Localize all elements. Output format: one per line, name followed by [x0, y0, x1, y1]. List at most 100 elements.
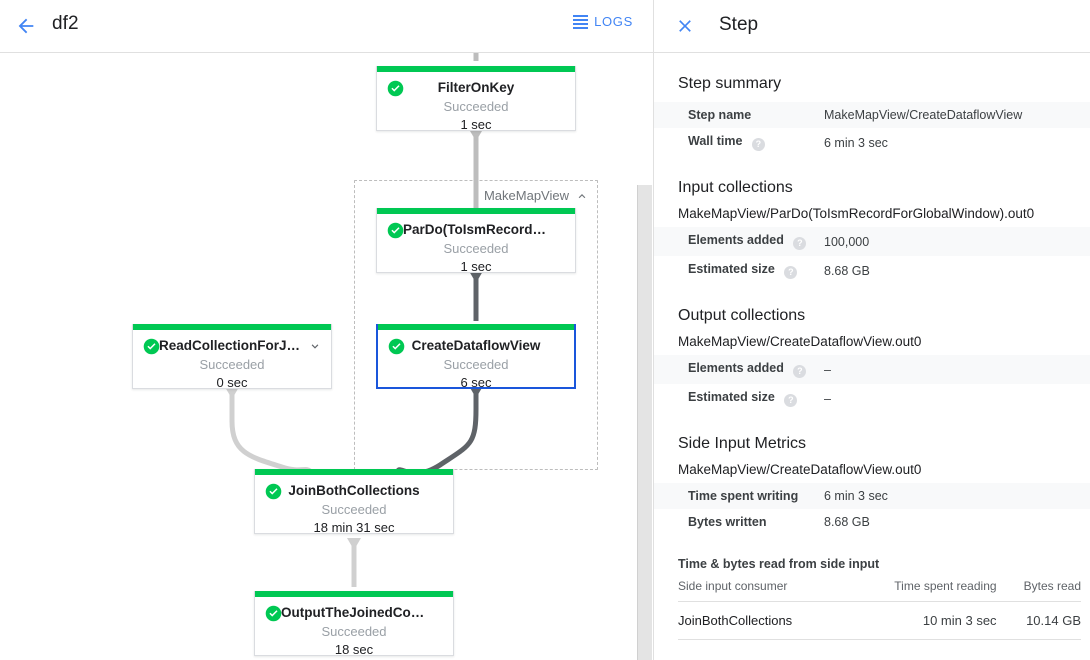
node-status: Succeeded	[199, 357, 265, 372]
table-row: Bytes written 8.68 GB	[654, 509, 1090, 535]
check-circle-icon	[388, 338, 405, 355]
row-key-label: Step name	[688, 108, 752, 122]
logs-button-label: LOGS	[594, 14, 633, 29]
table-row: Elements added ? –	[654, 355, 1090, 384]
row-key-label: Bytes written	[688, 515, 767, 529]
row-key-label: Wall time	[688, 134, 743, 148]
graph-node-joinbothcollections[interactable]: JoinBothCollections Succeeded 18 min 31 …	[254, 469, 454, 535]
step-panel-title: Step	[719, 14, 759, 35]
output-collections-table: Elements added ? – Estimated size ? –	[654, 355, 1090, 413]
node-time: 0 sec	[216, 375, 248, 390]
node-status: Succeeded	[443, 241, 509, 256]
status-bar	[255, 469, 453, 475]
node-name: OutputTheJoinedCollec…	[281, 605, 447, 620]
table-row: Estimated size ? –	[654, 384, 1090, 413]
step-summary-table: Step name MakeMapView/CreateDataflowView…	[654, 102, 1090, 157]
help-icon[interactable]: ?	[784, 394, 798, 407]
row-key: Elements added ?	[654, 227, 824, 256]
row-value: 8.68 GB	[824, 515, 870, 529]
check-circle-icon	[265, 483, 282, 500]
check-circle-icon	[387, 80, 404, 97]
graph-node-outputthejoinedcollection[interactable]: OutputTheJoinedCollec… Succeeded 18 sec	[254, 591, 454, 657]
status-bar	[377, 66, 575, 72]
row-value: MakeMapView/CreateDataflowView	[824, 108, 1023, 122]
cell-consumer: JoinBothCollections	[678, 601, 847, 640]
status-bar	[133, 324, 331, 330]
step-panel-header: Step	[654, 0, 1090, 53]
node-name: FilterOnKey	[437, 80, 515, 95]
node-name: CreateDataflowView	[411, 338, 541, 353]
row-value: 6 min 3 sec	[824, 135, 888, 150]
node-status: Succeeded	[321, 502, 387, 517]
node-time: 1 sec	[460, 259, 492, 274]
row-key-label: Estimated size	[688, 262, 775, 276]
row-value: 100,000	[824, 234, 870, 249]
node-status: Succeeded	[443, 357, 509, 372]
group-makemapview[interactable]: MakeMapView	[354, 180, 598, 470]
job-graph-panel: df2 LOGS	[0, 10, 653, 660]
chevron-down-icon[interactable]	[308, 339, 322, 353]
output-collection-path: MakeMapView/CreateDataflowView.out0	[678, 334, 922, 349]
check-circle-icon	[387, 222, 404, 239]
check-circle-icon	[265, 605, 282, 622]
table-row: Step name MakeMapView/CreateDataflowView	[654, 102, 1090, 128]
back-arrow-icon[interactable]	[10, 10, 42, 42]
subsection-heading-side-input-reads: Time & bytes read from side input	[678, 557, 880, 571]
table-row: Estimated size ? 8.68 GB	[654, 256, 1090, 285]
section-heading-side-input-metrics: Side Input Metrics	[678, 435, 807, 452]
graph-canvas[interactable]: MakeMapView FilterO	[0, 53, 653, 660]
section-heading-input-collections: Input collections	[678, 179, 793, 196]
row-key-label: Estimated size	[688, 390, 775, 404]
group-label: MakeMapView	[483, 188, 569, 203]
table-row: JoinBothCollections 10 min 3 sec 10.14 G…	[678, 601, 1081, 640]
section-heading-output-collections: Output collections	[678, 307, 806, 324]
node-time: 18 min 31 sec	[313, 520, 395, 535]
graph-node-readcollectionforjoin[interactable]: ReadCollectionForJoin Succeeded 0 sec	[132, 324, 332, 390]
node-time: 18 sec	[334, 642, 374, 657]
graph-node-pardo-toismrecordfor[interactable]: ParDo(ToIsmRecordFor… Succeeded 1 sec	[376, 208, 576, 274]
row-value: 8.68 GB	[824, 263, 870, 278]
chevron-up-icon[interactable]	[575, 189, 589, 203]
row-key-label: Elements added	[688, 233, 784, 247]
row-key: Estimated size ?	[654, 256, 824, 285]
row-value: 6 min 3 sec	[824, 489, 888, 503]
status-bar	[255, 591, 453, 597]
step-panel-content: Step summary Step name MakeMapView/Creat…	[654, 75, 1090, 640]
graph-vertical-scrollbar[interactable]	[637, 185, 652, 660]
node-name: ReadCollectionForJoin	[159, 338, 307, 353]
input-collection-path: MakeMapView/ParDo(ToIsmRecordForGlobalWi…	[678, 206, 1035, 221]
column-header-consumer: Side input consumer	[678, 571, 847, 602]
graph-node-filteronkey[interactable]: FilterOnKey Succeeded 1 sec	[376, 66, 576, 132]
graph-node-createdataflowview[interactable]: CreateDataflowView Succeeded 6 sec	[376, 324, 576, 390]
section-heading-step-summary: Step summary	[678, 75, 782, 92]
row-key-label: Time spent writing	[688, 489, 799, 503]
step-details-panel: Step Step summary Step name MakeMapView/…	[653, 0, 1090, 660]
close-x-icon[interactable]	[671, 12, 699, 40]
side-input-metrics-path: MakeMapView/CreateDataflowView.out0	[678, 462, 922, 477]
node-time: 6 sec	[460, 375, 492, 390]
status-bar	[378, 324, 574, 330]
logs-button[interactable]: LOGS	[573, 14, 633, 29]
help-icon[interactable]: ?	[793, 237, 807, 250]
help-icon[interactable]: ?	[784, 266, 798, 279]
help-icon[interactable]: ?	[793, 365, 807, 378]
table-header-row: Side input consumer Time spent reading B…	[678, 571, 1081, 602]
row-key: Wall time ?	[654, 128, 824, 157]
side-input-reads-table: Side input consumer Time spent reading B…	[678, 571, 1081, 640]
node-name: JoinBothCollections	[288, 483, 420, 498]
column-header-bytes: Bytes read	[996, 571, 1081, 602]
node-time: 1 sec	[460, 117, 492, 132]
column-header-time: Time spent reading	[846, 571, 997, 602]
row-key: Step name	[654, 102, 824, 128]
row-key: Time spent writing	[654, 483, 824, 509]
row-key-label: Elements added	[688, 361, 784, 375]
input-collections-table: Elements added ? 100,000 Estimated size …	[654, 227, 1090, 285]
node-status: Succeeded	[443, 99, 509, 114]
help-icon[interactable]: ?	[751, 138, 765, 151]
table-row: Time spent writing 6 min 3 sec	[654, 483, 1090, 509]
row-key: Bytes written	[654, 509, 824, 535]
row-value: –	[824, 391, 831, 406]
cell-time: 10 min 3 sec	[846, 601, 997, 640]
node-name: ParDo(ToIsmRecordFor…	[403, 222, 568, 237]
